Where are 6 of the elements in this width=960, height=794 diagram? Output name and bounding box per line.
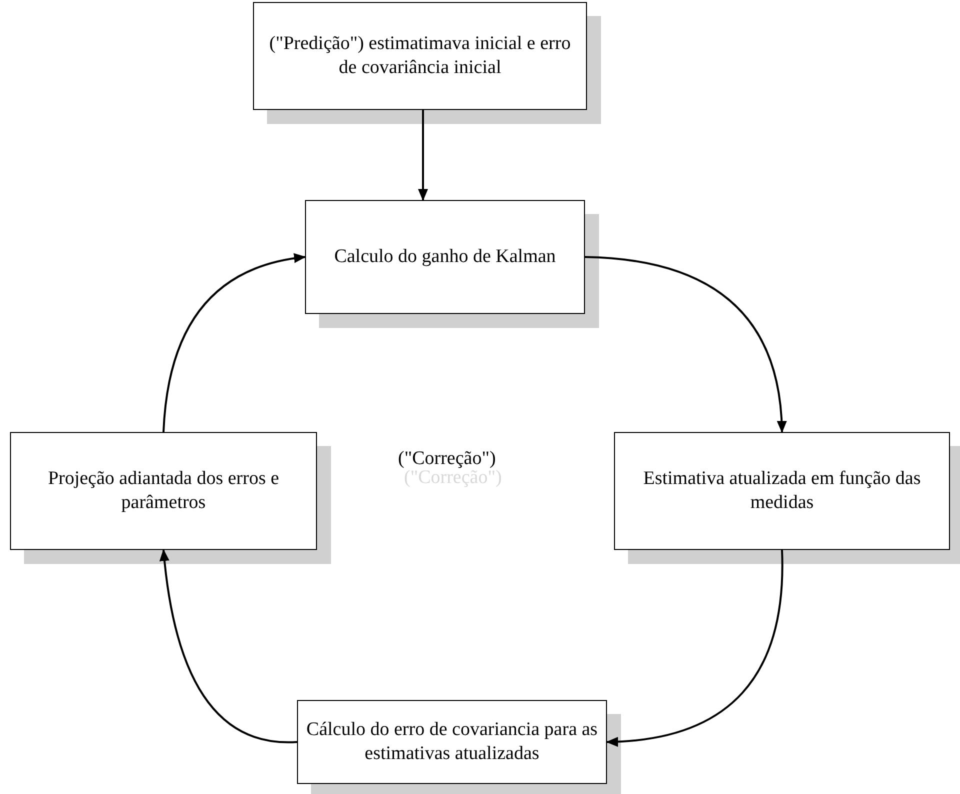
arrow [584,256,786,433]
arrow [606,550,783,746]
arrow [160,549,297,743]
arrow [162,254,306,432]
arrow [418,110,428,201]
center-label: ("Correção") [398,448,496,470]
